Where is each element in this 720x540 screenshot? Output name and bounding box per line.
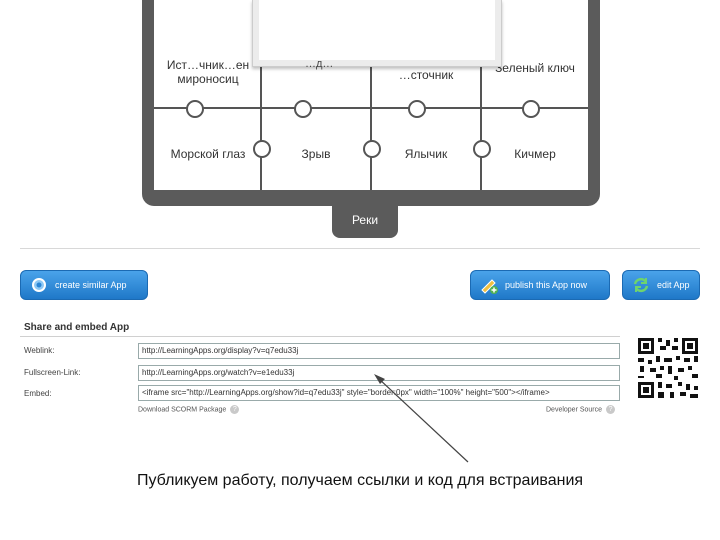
share-divider [20,336,620,337]
fullscreen-link-label: Fullscreen-Link: [24,368,81,377]
edit-app-button[interactable]: edit App [622,270,700,300]
puzzle-piece[interactable]: Зеленый ключ [495,61,575,75]
help-icon[interactable]: ? [230,405,240,414]
scorm-download-label: Download SCORM Package [138,406,227,414]
qr-code-icon [636,336,700,400]
embed-label: Embed: [24,389,52,398]
puzzle-knob [294,100,312,118]
section-divider [20,248,700,249]
scorm-download-link[interactable]: Download SCORM Package? [138,405,240,414]
reki-button[interactable]: Реки [332,202,398,238]
weblink-field[interactable]: http://LearningApps.org/display?v=q7edu3… [138,343,620,359]
embed-code-field[interactable]: <iframe src="http://LearningApps.org/sho… [138,385,620,401]
puzzle-piece[interactable]: Ялычик [404,147,448,161]
puzzle-piece[interactable]: Ист…чник…ен мироносиц [166,58,250,86]
puzzle-piece[interactable]: …сточник [398,68,454,82]
puzzle-knob [363,140,381,158]
puzzle-knob [473,140,491,158]
refresh-arrows-icon [631,275,651,295]
puzzle-board: Ист…чник…ен мироносиц …сточник Зеленый к… [154,0,588,190]
publish-app-button[interactable]: publish this App now [470,270,610,300]
puzzle-piece[interactable]: Кичмер [514,147,556,161]
puzzle-piece[interactable]: Зрыв [301,147,331,161]
gear-icon [29,275,49,295]
publish-label: publish this App now [505,280,588,290]
overlay-panel: …д… [252,0,502,70]
puzzle-piece[interactable]: Морской глаз [170,147,246,161]
overlay-panel-inner: …д… [259,0,495,70]
developer-source-link[interactable]: Developer Source? [546,405,616,414]
create-similar-app-button[interactable]: create similar App [20,270,148,300]
pencil-plus-icon [479,275,499,295]
create-similar-label: create similar App [55,280,127,290]
edit-label: edit App [657,280,690,290]
puzzle-divider [260,0,262,190]
fullscreen-link-field[interactable]: http://LearningApps.org/watch?v=e1edu33j [138,365,620,381]
puzzle-divider [480,0,482,190]
developer-source-label: Developer Source [546,406,603,414]
puzzle-knob [253,140,271,158]
share-section-title: Share and embed App [24,322,130,333]
puzzle-knob [186,100,204,118]
overlay-text: …д… [305,58,334,70]
puzzle-knob [408,100,426,118]
puzzle-knob [522,100,540,118]
puzzle-divider [154,107,588,109]
weblink-label: Weblink: [24,346,55,355]
help-icon[interactable]: ? [606,405,616,414]
slide-caption: Публикуем работу, получаем ссылки и код … [136,472,584,489]
puzzle-divider [370,0,372,190]
